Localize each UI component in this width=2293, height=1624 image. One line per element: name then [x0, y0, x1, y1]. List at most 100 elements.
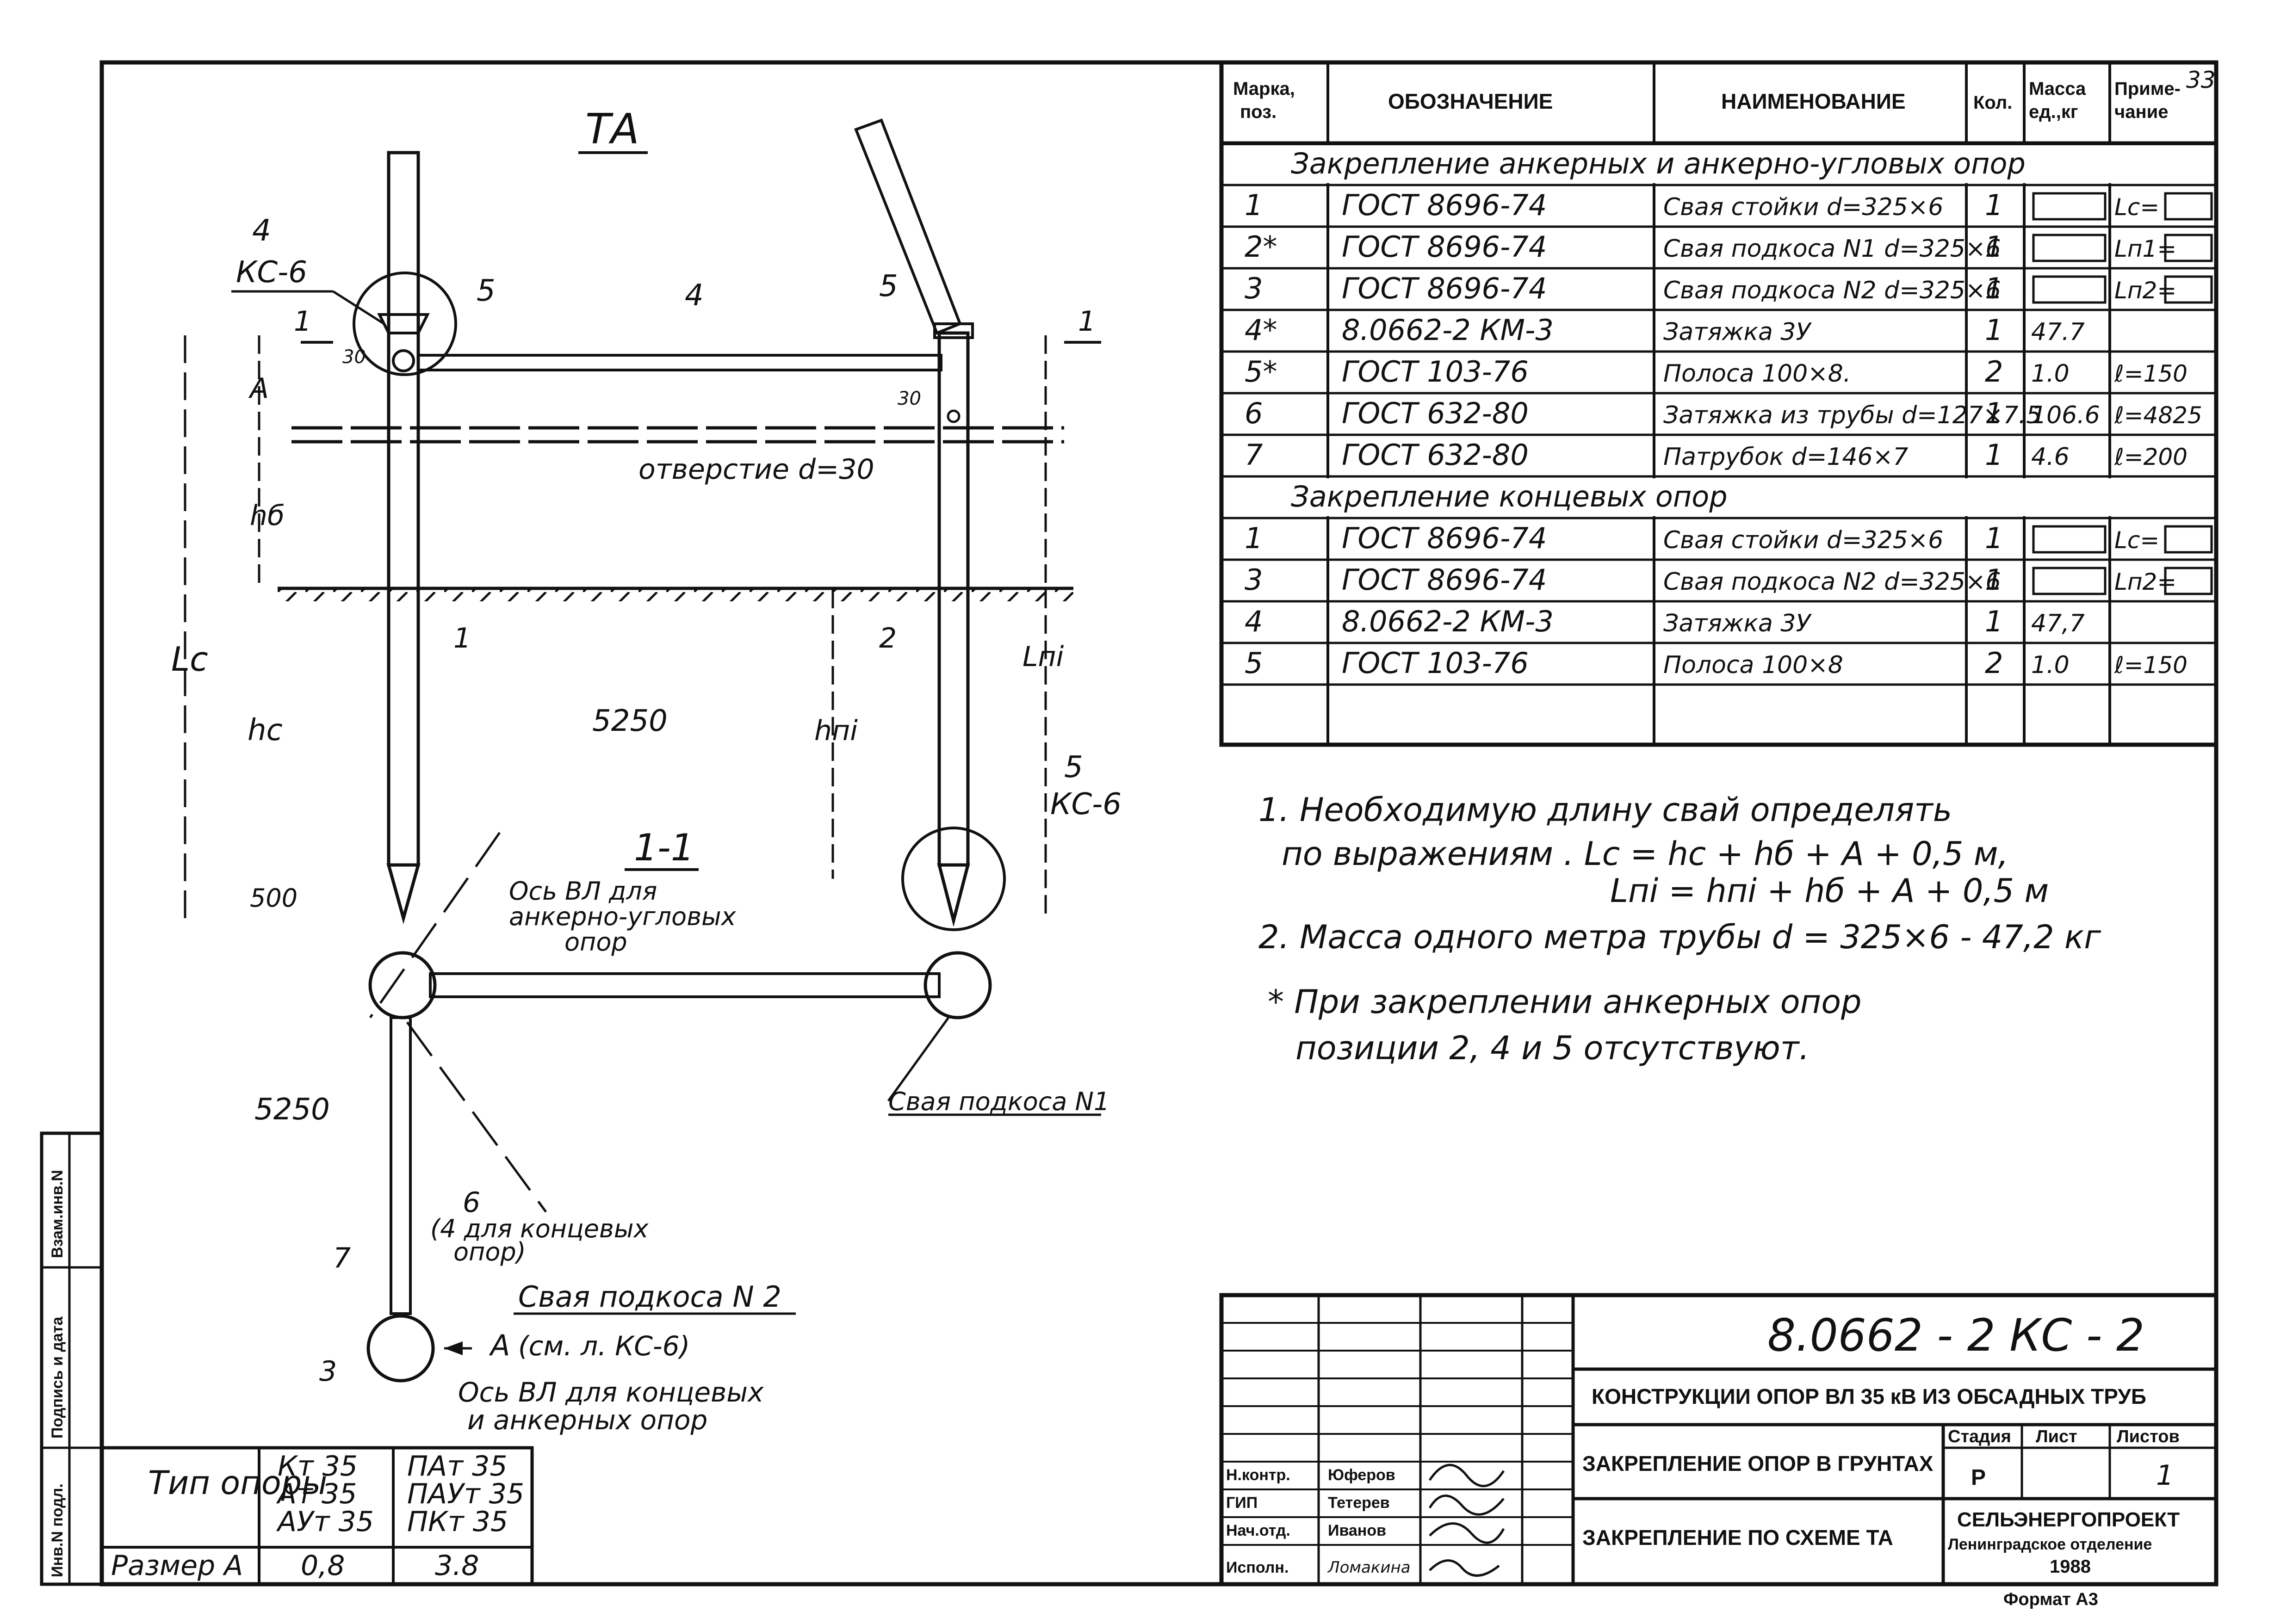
spec.rows1-note: Lп2=	[2114, 277, 2176, 304]
spec.rows1-pos: 4*	[1245, 313, 1277, 347]
spec.rows2-note: Lс=	[2114, 527, 2159, 554]
spec.rows1-pos: 1	[1245, 188, 1263, 222]
spec.rows1-note: Lп1=	[2114, 235, 2176, 262]
axis-end-2: и анкерных опор	[467, 1404, 707, 1436]
spec.rows1-name: Патрубок d=146×7	[1663, 443, 1908, 471]
hdr-designation: ОБОЗНАЧЕНИЕ	[1388, 89, 1553, 113]
hdr-note-2: чание	[2114, 102, 2168, 122]
spec.rows1-mass-box	[2032, 275, 2107, 304]
spec.rows1-pos: 6	[1245, 396, 1263, 430]
dim-Lc: Lс	[171, 640, 208, 679]
dim-hc: hс	[248, 713, 283, 747]
spec.rows2-qty: 2	[1985, 646, 2003, 680]
dim-Lpi: Lпi	[1023, 641, 1064, 673]
spec.rows2-qty: 1	[1985, 563, 2003, 597]
name-0: Юферов	[1328, 1466, 1395, 1484]
spec.rows1-note-box	[2164, 275, 2213, 304]
node-circle-top	[353, 272, 457, 376]
hole-note: отверстие d=30	[638, 453, 874, 486]
hdr-note-1: Приме-	[2114, 79, 2181, 99]
pos-6: 6	[463, 1186, 480, 1219]
tie-section	[429, 972, 941, 998]
project-title: КОНСТРУКЦИИ ОПОР ВЛ 35 кВ ИЗ ОБСАДНЫХ ТР…	[1592, 1384, 2146, 1408]
spec.rows2-pos: 1	[1245, 521, 1263, 555]
name-3: Ломакина	[1327, 1558, 1411, 1577]
spec.rows1-name: Свая подкоса N2 d=325×6	[1663, 277, 2001, 304]
title-scheme: ЗАКРЕПЛЕНИЕ ПО СХЕМЕ ТА	[1582, 1525, 1893, 1550]
stamp-replace: Взам.инв.N	[49, 1170, 66, 1258]
node-circle-bottom	[901, 827, 1006, 931]
notes: 1. Необходимую длину свай определять по …	[1258, 791, 2101, 1067]
sheets-header: Листов	[2117, 1427, 2180, 1446]
spec.rows1-note: ℓ=200	[2114, 444, 2188, 470]
spec.rows2-mass-box	[2032, 567, 2107, 595]
doc-code: 8.0662 - 2 КС - 2	[1767, 1309, 2144, 1361]
cut-mark-left: 1	[294, 305, 311, 338]
spec.rows2-note: Lп2=	[2114, 568, 2176, 595]
year: 1988	[2050, 1556, 2091, 1577]
org-branch: Ленинградское отделение	[1948, 1536, 2152, 1553]
spec.rows2-mass: 1.0	[2031, 651, 2070, 679]
hdr-mark-1: Марка,	[1233, 79, 1295, 99]
ks6-label-a: КС-6	[236, 255, 307, 290]
spec.rows1-qty: 1	[1985, 230, 2003, 264]
axis-anchor-3: опор	[564, 927, 627, 957]
pos-5a: 5	[477, 274, 496, 308]
ks6-label-b: КС-6	[1050, 787, 1122, 821]
spec.rows1-doc: ГОСТ 632-80	[1342, 396, 1529, 430]
hdr-mass-1: Масса	[2029, 79, 2086, 99]
type-col2-2: ПКт 35	[407, 1506, 508, 1538]
dim-500: 500	[250, 883, 297, 913]
stage-header: Стадия	[1948, 1427, 2011, 1446]
pos-1: 1	[453, 622, 471, 655]
note-1b: по выражениям . Lс = hс + hб + A + 0,5 м…	[1282, 835, 2008, 873]
dim-hb: hб	[250, 500, 285, 532]
spec.rows1-pos: 3	[1245, 272, 1263, 305]
side-stamp: Инв.N подл. Подпись и дата Взам.инв.N	[40, 1131, 104, 1586]
spec.rows1-pos: 5*	[1245, 355, 1277, 389]
size-value-2: 3.8	[435, 1550, 479, 1582]
spec.rows1-mass-box	[2032, 234, 2107, 262]
stamp-inv: Инв.N подл.	[49, 1483, 66, 1577]
spec.rows2-note: ℓ=150	[2114, 652, 2188, 679]
spec.rows2-qty: 1	[1985, 605, 2003, 638]
title-main: ЗАКРЕПЛЕНИЕ ОПОР В ГРУНТАХ	[1582, 1451, 1934, 1476]
pos-5b: 5	[879, 269, 898, 303]
pile-1	[387, 151, 420, 867]
type-col1-2: АУт 35	[276, 1506, 374, 1538]
signature-1	[1428, 1494, 1505, 1516]
spec.rows1-doc: 8.0662-2 КМ-3	[1342, 313, 1554, 347]
dim-5250-a: 5250	[592, 704, 668, 738]
role-3: Исполн.	[1226, 1559, 1289, 1576]
spec.rows1-doc: ГОСТ 8696-74	[1342, 188, 1547, 222]
pos-4: 4	[252, 214, 271, 248]
spec.rows1-name: Свая подкоса N1 d=325×6	[1663, 235, 2001, 263]
spec.rows1-mass: 4.6	[2031, 443, 2070, 471]
spec.rows1-qty: 1	[1985, 188, 2003, 222]
axis-anchor-2: анкерно-угловых	[509, 902, 737, 931]
spec.rows1-qty: 1	[1985, 313, 2003, 347]
spec.rows1-mass-box	[2032, 192, 2107, 221]
spec.rows1-qty: 1	[1985, 438, 2003, 472]
view-title: ТА	[585, 105, 639, 154]
note-1c: Lпi = hпi + hб + A + 0,5 м	[1610, 872, 2049, 910]
spec.rows1-mass: 106.6	[2031, 401, 2100, 429]
role-2: Нач.отд.	[1226, 1522, 1290, 1539]
hdr-qty: Кол.	[1973, 93, 2012, 113]
size-label: Размер A	[111, 1550, 243, 1582]
type-table: Тип опоры Кт 35 Ат 35 АУт 35 ПАт 35 ПАУт…	[100, 1446, 534, 1586]
pile-1-section	[368, 951, 437, 1019]
spec.rows1-doc: ГОСТ 103-76	[1342, 355, 1529, 389]
page-label: 33	[2186, 67, 2216, 93]
section-anchor: Закрепление анкерных и анкерно-угловых о…	[1291, 147, 2026, 180]
note-2: 2. Масса одного метра трубы d = 325×6 - …	[1258, 918, 2101, 956]
size-value-1: 0,8	[301, 1550, 345, 1582]
spec.rows1-note: ℓ=150	[2114, 360, 2188, 387]
spec.rows2-name: Полоса 100×8	[1663, 651, 1843, 679]
spec.rows1-name: Затяжка из трубы d=127×7.5	[1663, 401, 2041, 429]
signature-0	[1428, 1463, 1505, 1488]
spec.rows2-qty: 1	[1985, 521, 2003, 555]
spec.rows2-mass-box	[2032, 525, 2107, 554]
spec.rows2-doc: ГОСТ 8696-74	[1342, 521, 1547, 555]
spec.rows2-pos: 5	[1245, 646, 1263, 680]
